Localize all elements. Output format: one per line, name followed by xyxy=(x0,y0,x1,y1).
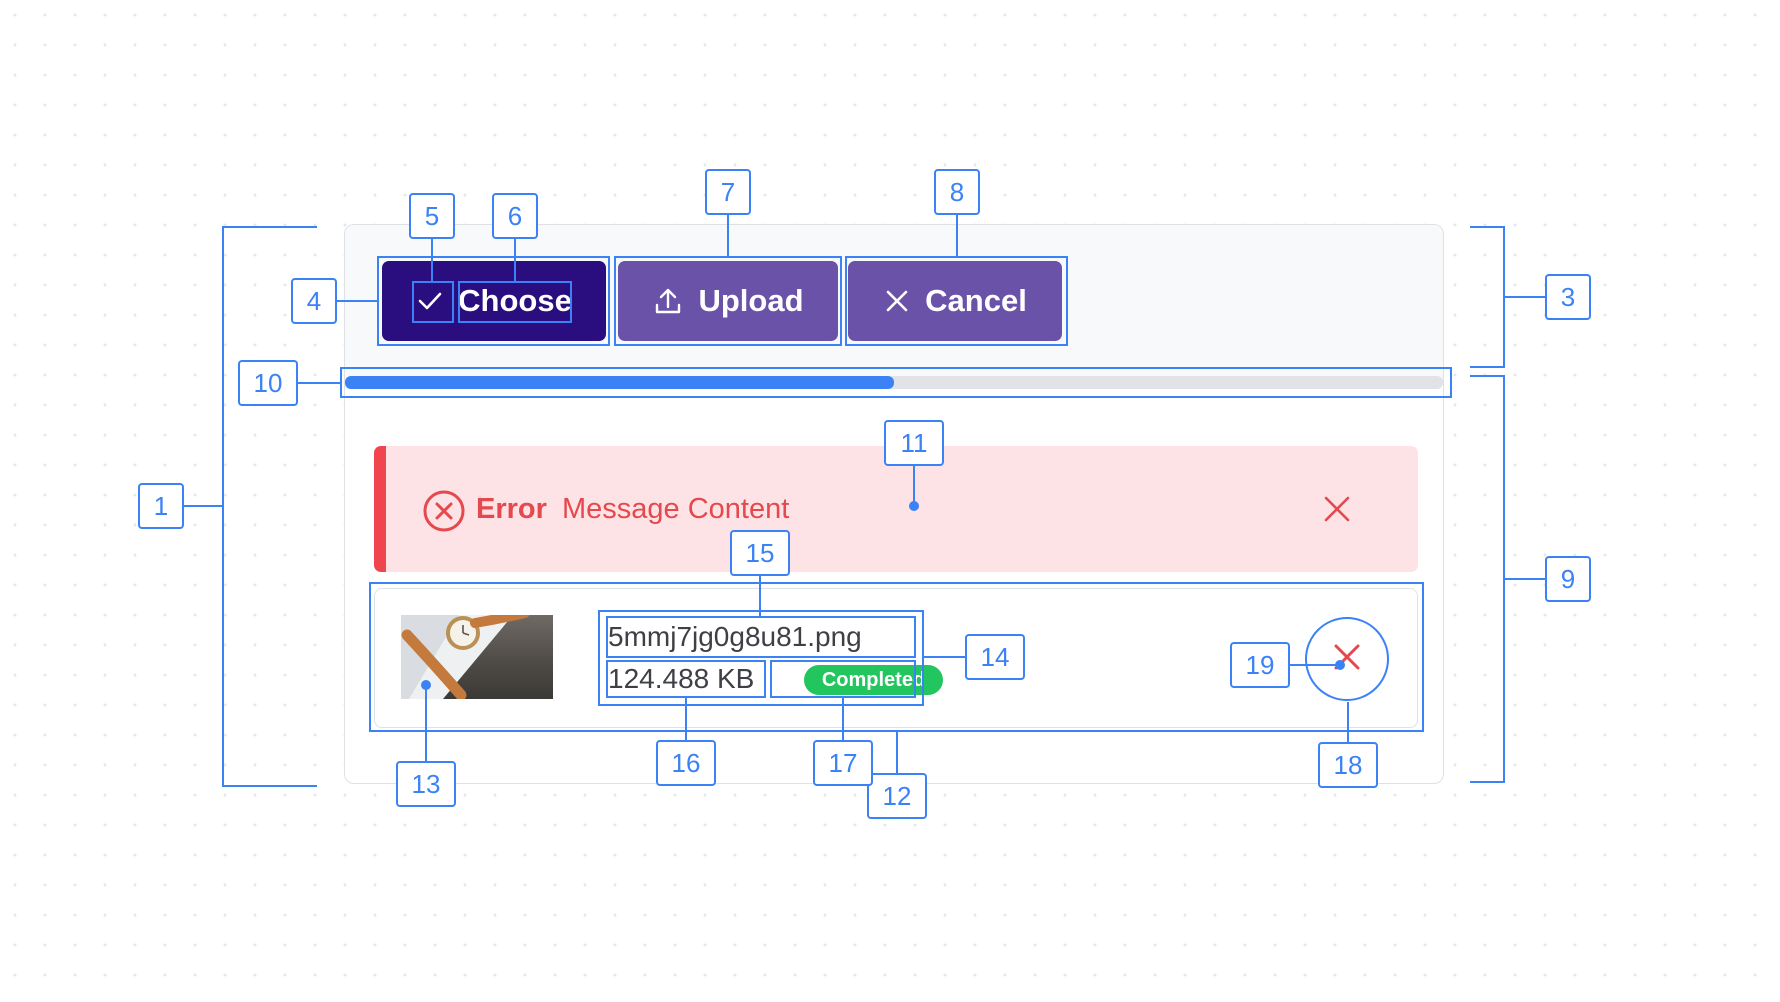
callout: 5 xyxy=(409,193,455,239)
progress-value xyxy=(345,376,894,389)
highlight-choose-button xyxy=(377,256,610,346)
callout: 14 xyxy=(965,634,1025,680)
callout: 12 xyxy=(867,773,927,819)
highlight-file-row xyxy=(369,582,1424,732)
highlight-choose-icon xyxy=(412,281,454,323)
callout: 15 xyxy=(730,530,790,576)
highlight-choose-label xyxy=(458,281,572,323)
cancel-button[interactable]: Cancel xyxy=(848,261,1062,341)
status-badge: Completed xyxy=(804,665,943,695)
highlight-file-name xyxy=(606,616,916,658)
cancel-label: Cancel xyxy=(925,283,1027,318)
message-detail: Message Content xyxy=(562,493,790,525)
progress-bar xyxy=(345,376,1443,389)
error-message: Error Message Content xyxy=(374,446,1418,572)
highlight-status-badge xyxy=(770,660,916,698)
callout: 1 xyxy=(138,483,184,529)
callout: 3 xyxy=(1545,274,1591,320)
callout: 7 xyxy=(705,169,751,215)
file-size: 124.488 KB xyxy=(608,663,755,694)
callout: 11 xyxy=(884,420,944,466)
message-summary: Error xyxy=(476,493,547,525)
callout: 8 xyxy=(934,169,980,215)
callout: 4 xyxy=(291,278,337,324)
callout: 13 xyxy=(396,761,456,807)
upload-button[interactable]: Upload xyxy=(618,261,838,341)
remove-file-button[interactable] xyxy=(1305,617,1389,701)
callout: 18 xyxy=(1318,742,1378,788)
file-upload: Choose Upload Cancel Error Message Conte… xyxy=(344,224,1444,784)
times-icon xyxy=(883,287,911,315)
upload-label: Upload xyxy=(698,283,804,318)
highlight-upload-button xyxy=(614,256,842,346)
highlight-file-size xyxy=(606,660,766,698)
button-bar: Choose Upload Cancel xyxy=(345,225,1443,381)
choose-label: Choose xyxy=(458,283,572,318)
callout: 16 xyxy=(656,740,716,786)
highlight-file-details xyxy=(598,610,924,706)
callout: 19 xyxy=(1230,642,1290,688)
times-circle-icon xyxy=(422,489,466,533)
callout: 10 xyxy=(238,360,298,406)
highlight-cancel-button xyxy=(845,256,1068,346)
file-name: 5mmj7jg0g8u81.png xyxy=(608,621,862,652)
upload-icon xyxy=(652,285,684,317)
callout: 17 xyxy=(813,740,873,786)
choose-button[interactable]: Choose xyxy=(382,261,606,341)
callout: 9 xyxy=(1545,556,1591,602)
callout: 6 xyxy=(492,193,538,239)
check-icon xyxy=(416,287,444,315)
close-icon[interactable] xyxy=(1322,494,1352,524)
highlight-progress-bar xyxy=(340,367,1452,398)
